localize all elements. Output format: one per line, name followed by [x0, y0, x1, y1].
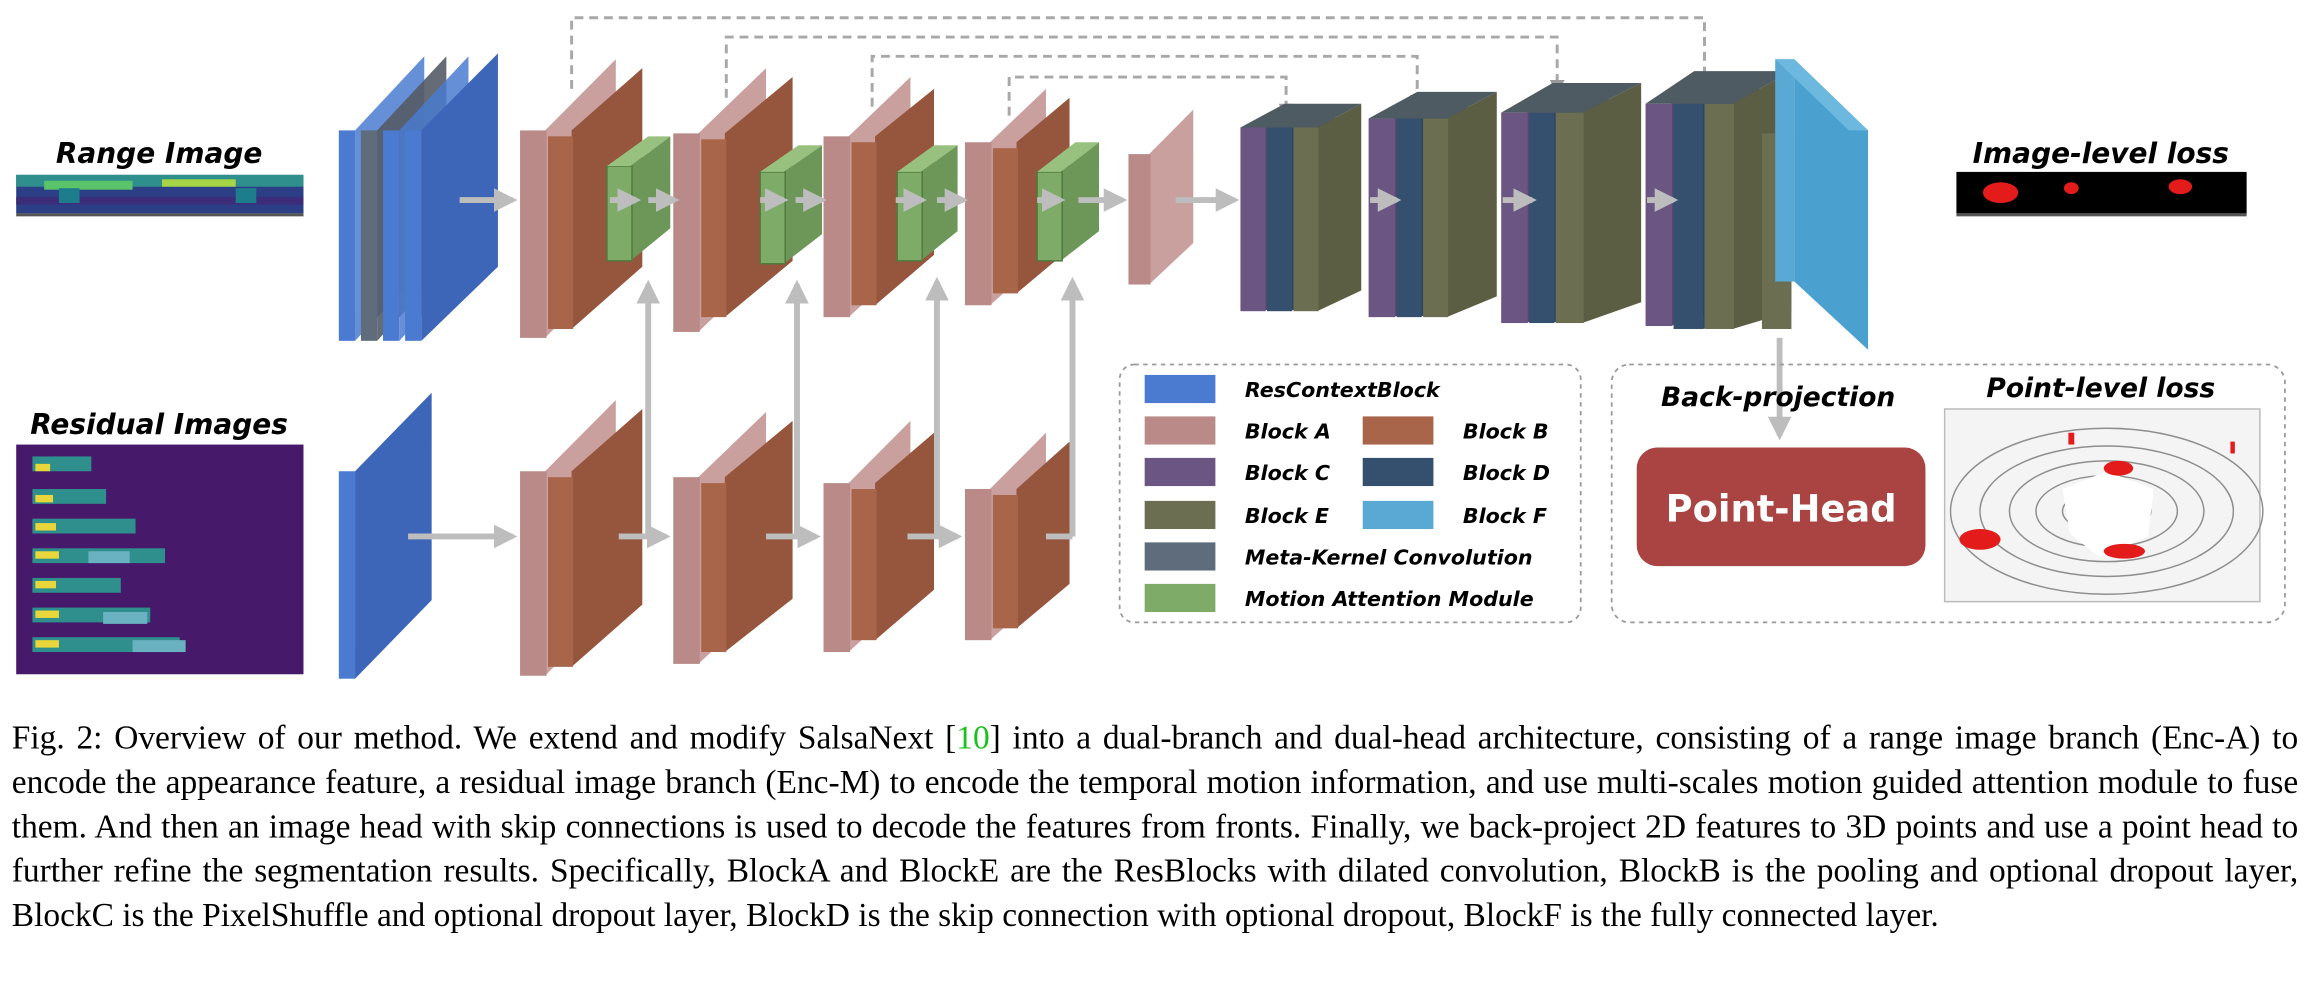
block-f-fully-connected [1775, 59, 1869, 350]
enc-m-stage-3 [823, 420, 935, 653]
skip-connection-1 [570, 16, 1712, 89]
point-head-region: Back-projection Point-level loss Point-H… [1610, 363, 2286, 624]
decoder-blocks [1240, 59, 1869, 350]
res-context-blocks-top [338, 53, 498, 341]
svg-text:Block B: Block B [1463, 420, 1549, 444]
svg-text:Block C: Block C [1245, 461, 1330, 485]
legend-item-block-a: Block A [1144, 416, 1331, 445]
svg-text:Point-Head: Point-Head [1666, 488, 1897, 531]
range-image-thumbnail [16, 174, 304, 217]
residual-images-thumbnail [16, 444, 304, 675]
res-context-block-bottom [338, 392, 432, 679]
svg-text:Block E: Block E [1245, 504, 1329, 528]
motion-attention-4 [1036, 142, 1100, 262]
point-level-loss-label: Point-level loss [1986, 373, 2215, 404]
skip-connection-4 [1007, 75, 1294, 119]
encoder-a-blocks [520, 59, 1194, 338]
enc-m-stage-2 [673, 411, 793, 664]
encoder-m-blocks [520, 400, 1070, 676]
legend-item-block-e: Block E [1144, 500, 1329, 530]
svg-text:Meta-Kernel Convolution: Meta-Kernel Convolution [1245, 546, 1533, 570]
legend-item-meta-kernel: Meta-Kernel Convolution [1144, 542, 1533, 571]
architecture-diagram: Range Image Residual Images [16, 16, 2286, 679]
back-projection-label: Back-projection [1661, 382, 1895, 413]
svg-text:Block D: Block D [1463, 461, 1550, 485]
point-cloud-thumbnail [1943, 408, 2264, 603]
caption-text-start: Fig. 2: Overview of our method. We exten… [11, 718, 957, 756]
point-head-box: Point-Head [1636, 447, 1926, 567]
legend-item-res-context: ResContextBlock [1144, 374, 1441, 404]
image-level-loss-label: Image-level loss [1973, 137, 2229, 170]
decoder-stage-3 [1501, 82, 1642, 324]
range-image-label: Range Image [56, 137, 263, 170]
legend-item-block-b: Block B [1362, 416, 1549, 445]
motion-attention-modules [606, 136, 1100, 265]
decoder-stage-2 [1368, 91, 1497, 318]
legend: ResContextBlock Block A Block B Block C … [1118, 363, 1582, 624]
bottleneck-block-a [1128, 109, 1194, 285]
svg-text:ResContextBlock: ResContextBlock [1245, 378, 1441, 402]
residual-images-label: Residual Images [30, 408, 288, 441]
legend-item-block-d: Block D [1362, 457, 1550, 487]
skip-connections [570, 16, 1712, 119]
skip-connection-3 [870, 54, 1425, 110]
skip-connection-2 [724, 35, 1565, 98]
legend-item-motion-attention: Motion Attention Module [1144, 583, 1534, 613]
svg-text:Motion Attention Module: Motion Attention Module [1245, 587, 1534, 611]
image-level-loss-thumbnail [1956, 171, 2247, 217]
svg-text:Block F: Block F [1463, 504, 1547, 528]
decoder-stage-1 [1240, 103, 1362, 312]
svg-text:Block A: Block A [1245, 420, 1331, 444]
flow-arrows [408, 188, 1792, 549]
motion-attention-2 [759, 145, 823, 265]
figure-caption: Fig. 2: Overview of our method. We exten… [12, 716, 2298, 938]
legend-item-block-f: Block F [1362, 500, 1547, 530]
enc-m-stage-1 [520, 400, 643, 676]
enc-m-stage-4 [964, 432, 1070, 641]
enc-a-stage-3 [823, 77, 935, 318]
citation-link[interactable]: 10 [956, 718, 990, 756]
legend-item-block-c: Block C [1144, 457, 1330, 487]
caption-text-end: ] into a dual-branch and dual-head archi… [11, 718, 2307, 934]
